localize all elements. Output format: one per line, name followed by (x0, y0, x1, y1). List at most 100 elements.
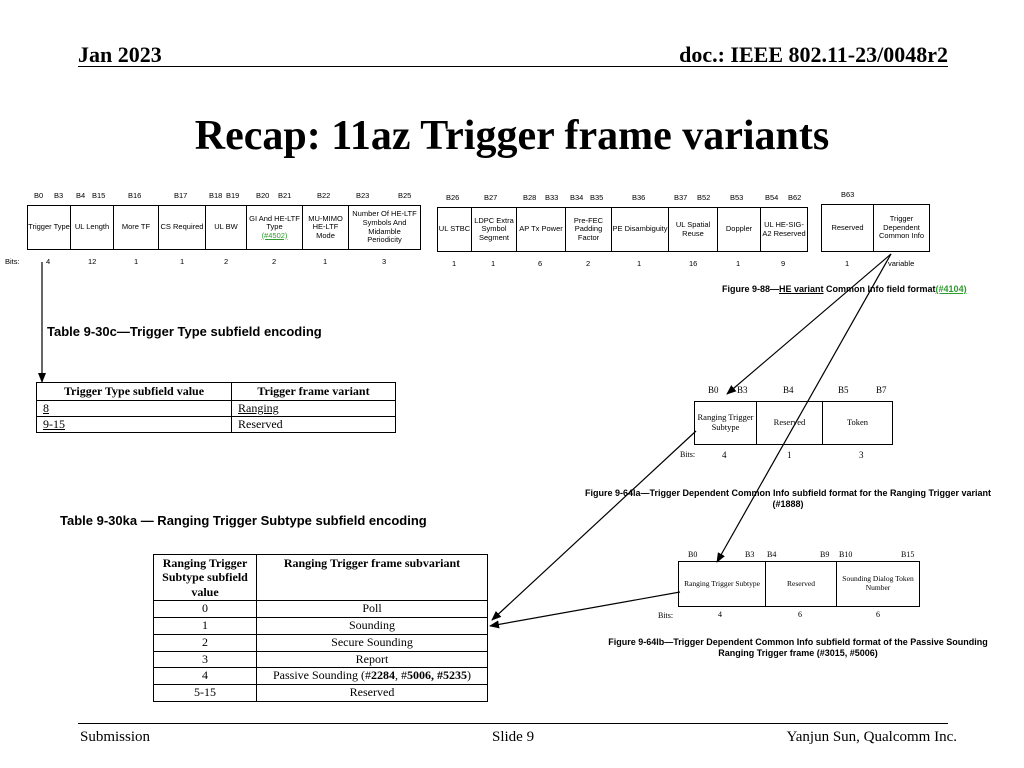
caption-link[interactable]: (#4104) (935, 284, 967, 294)
table-header-row: Trigger Type subfield value Trigger fram… (36, 382, 396, 401)
field-label: Token (846, 417, 869, 428)
arrow-tdci-to-ranging (726, 253, 892, 395)
field-link[interactable]: (#4502) (261, 230, 288, 240)
bit-label: B33 (545, 193, 559, 202)
field-label: Reserved (773, 417, 806, 428)
table-cell: Ranging (231, 400, 396, 417)
figure-caption-9-88: Figure 9-88—HE variant Common Info field… (722, 284, 967, 294)
cell-value: 9-15 (43, 417, 65, 431)
field-label: More TF (121, 222, 151, 232)
table-header-cell: Ranging Trigger frame subvariant (256, 553, 488, 602)
bits-value: 1 (787, 450, 792, 460)
footer-divider (78, 723, 948, 724)
bit-label: B28 (523, 193, 537, 202)
cell-value: 8 (43, 401, 49, 415)
bit-label: B3 (737, 385, 748, 395)
bit-label: B15 (901, 550, 915, 559)
field-label: Doppler (725, 224, 753, 234)
bit-label: B0 (688, 550, 698, 559)
bit-label: B4 (783, 385, 794, 395)
bits-value: 3 (382, 257, 387, 266)
header-date: Jan 2023 (78, 42, 162, 67)
field-label: Ranging Trigger Subtype (684, 578, 760, 588)
bits-value: 1 (452, 259, 457, 268)
field-label: Reserved (831, 222, 864, 232)
table-cell: Reserved (231, 416, 396, 433)
field-label: Pre-FEC Padding Factor (573, 215, 604, 242)
bits-value: 6 (538, 259, 543, 268)
field-label: UL BW (214, 222, 238, 232)
bit-label: B15 (92, 191, 106, 200)
footer-submission: Submission (80, 729, 151, 745)
bits-value: 1 (180, 257, 185, 266)
field-label: Ranging Trigger Subtype (697, 412, 754, 432)
bit-label: B4 (767, 550, 777, 559)
bit-label: B5 (838, 385, 849, 395)
field-label: Sounding Dialog Token Number (842, 574, 914, 592)
field-label: LDPC Extra Symbol Segment (474, 215, 514, 242)
bits-value: 1 (491, 259, 496, 268)
bit-label: B3 (54, 191, 64, 200)
bits-value: 3 (859, 450, 864, 460)
bits-row-label: Bits: (658, 611, 674, 620)
table-header-row: Ranging Trigger Subtype subfield value R… (153, 553, 488, 602)
bit-label: B54 (765, 193, 779, 202)
bits-value: 2 (272, 257, 277, 266)
bits-value: 9 (781, 259, 786, 268)
bits-value: 1 (637, 259, 642, 268)
bit-label: B27 (484, 193, 498, 202)
field-label: PE Disambiguity (612, 224, 668, 234)
bit-label: B20 (256, 191, 270, 200)
bits-value: 1 (845, 259, 850, 268)
header-divider (78, 66, 948, 67)
bit-label: B63 (841, 190, 855, 199)
bit-label: B21 (278, 191, 292, 200)
bit-label: B52 (697, 193, 711, 202)
field-num-he-ltf-symbols: Number Of HE-LTF Symbols And Midamble Pe… (348, 205, 421, 250)
field-label: GI And HE-LTF Type (249, 213, 300, 232)
bits-value: 2 (586, 259, 591, 268)
bit-label: B23 (356, 191, 370, 200)
table-cell: 5-15 (153, 684, 257, 702)
table-header-cell: Ranging Trigger Subtype subfield value (153, 553, 257, 602)
field-label: Number Of HE-LTF Symbols And Midamble Pe… (352, 209, 417, 245)
bits-row-label: Bits: (5, 257, 20, 266)
bits-value: 4 (722, 450, 727, 460)
bit-label: B0 (708, 385, 719, 395)
field-label: Trigger Dependent Common Info (878, 214, 925, 241)
bits-value: 1 (134, 257, 139, 266)
cell-value: Reserved (238, 417, 283, 431)
cell-value: Ranging (238, 401, 279, 415)
table-cell: Sounding (256, 616, 488, 635)
table-cell-passive-sounding: Passive Sounding (#2284, #5006, #5235) (256, 667, 488, 686)
bit-label: B9 (820, 550, 830, 559)
arrow-tdci-to-passive (716, 253, 892, 563)
field-label: UL STBC (438, 224, 471, 234)
bit-label: B16 (128, 191, 142, 200)
bits-value: 16 (689, 259, 698, 268)
arrow-passive-subtype-to-table (489, 591, 681, 629)
bit-label: B34 (570, 193, 584, 202)
bits-value: 6 (876, 610, 880, 619)
bit-label: B62 (788, 193, 802, 202)
field-token: Token (822, 401, 893, 445)
header-doc-id: doc.: IEEE 802.11-23/0048r2 (679, 42, 948, 67)
bit-label: B17 (174, 191, 188, 200)
table-cell: Reserved (256, 684, 488, 702)
field-sounding-dialog-token-number: Sounding Dialog Token Number (836, 561, 920, 607)
table-header-cell: Trigger frame variant (231, 382, 396, 401)
field-label: CS Required (160, 222, 204, 232)
bits-row-label: Bits: (680, 450, 696, 459)
trigger-type-table: Trigger Type subfield value Trigger fram… (36, 382, 396, 433)
field-label: UL Length (74, 222, 110, 232)
table-cell: 9-15 (36, 416, 232, 433)
bit-label: B19 (226, 191, 240, 200)
field-label: Reserved (787, 578, 815, 588)
field-label: UL Spatial Reuse (675, 219, 711, 238)
figure-caption-9-64la: Figure 9-64la—Trigger Dependent Common I… (584, 488, 992, 510)
bit-label: B25 (398, 191, 412, 200)
table-9-30ka-caption: Table 9-30ka — Ranging Trigger Subtype s… (60, 513, 427, 528)
